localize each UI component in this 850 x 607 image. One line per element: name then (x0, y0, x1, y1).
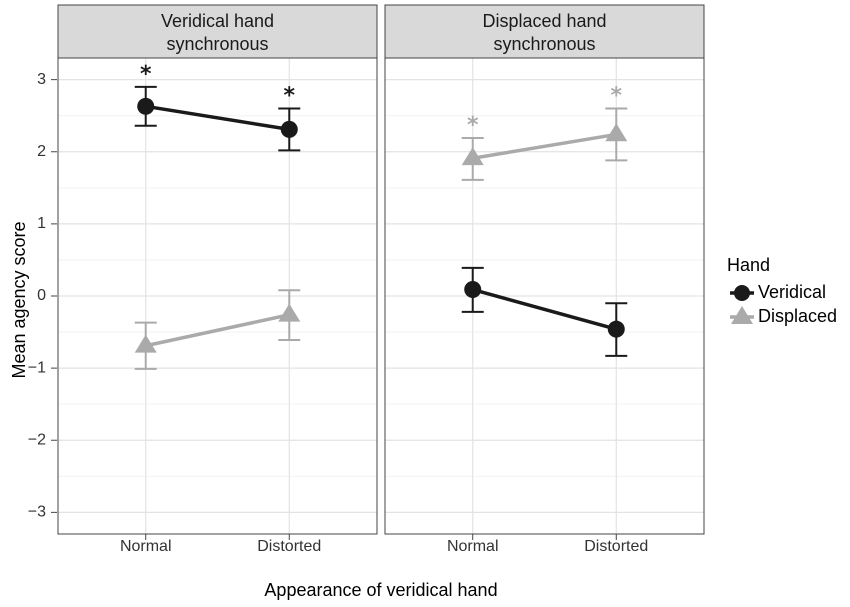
panel-border (57, 57, 378, 535)
data-point (137, 97, 155, 115)
data-point (134, 334, 157, 353)
legend-key-marker (731, 306, 753, 324)
y-axis-title: Mean agency score (9, 221, 29, 378)
y-tick-label: −2 (28, 431, 46, 448)
significance-star: * (140, 62, 152, 87)
legend-label: Veridical (758, 282, 826, 302)
y-tick-label: 1 (37, 215, 46, 232)
series-veridical: ** (134, 62, 301, 152)
y-tick-label: −1 (28, 359, 46, 376)
facet-title-line: synchronous (166, 34, 268, 54)
data-point (278, 303, 301, 322)
significance-star: * (284, 83, 296, 108)
data-point (464, 281, 482, 299)
y-tick-label: 0 (37, 287, 46, 304)
legend-label: Displaced (758, 306, 837, 326)
x-tick-label: Normal (120, 538, 172, 555)
y-tick-label: −3 (28, 504, 46, 521)
data-point (461, 147, 484, 166)
data-point (605, 123, 628, 142)
legend-key-marker (734, 285, 750, 301)
x-tick-label: Distorted (584, 538, 648, 555)
facet-title-line: Veridical hand (161, 11, 274, 31)
significance-star: * (467, 113, 479, 138)
series-displaced: ** (461, 83, 628, 181)
series-line (472, 287, 617, 331)
facet-strip (384, 4, 705, 59)
y-axis-ticks: −3 −2 −1 0 1 2 3 (28, 71, 57, 521)
y-tick-label: 2 (37, 143, 46, 160)
panel-border (384, 57, 705, 535)
legend-title: Hand (727, 255, 770, 275)
series-veridical (461, 266, 628, 357)
x-axis-title: Appearance of veridical hand (264, 580, 497, 600)
x-tick-label: Distorted (257, 538, 321, 555)
data-point (280, 120, 298, 138)
series-displaced (134, 289, 301, 370)
data-point (607, 320, 625, 338)
y-tick-label: 3 (37, 71, 46, 88)
x-tick-label: Normal (447, 538, 499, 555)
facet-title-line: Displaced hand (482, 11, 606, 31)
series-line (145, 313, 290, 348)
series-line (145, 104, 290, 132)
facet-title-line: synchronous (493, 34, 595, 54)
series-line (472, 132, 617, 160)
significance-star: * (611, 83, 623, 108)
